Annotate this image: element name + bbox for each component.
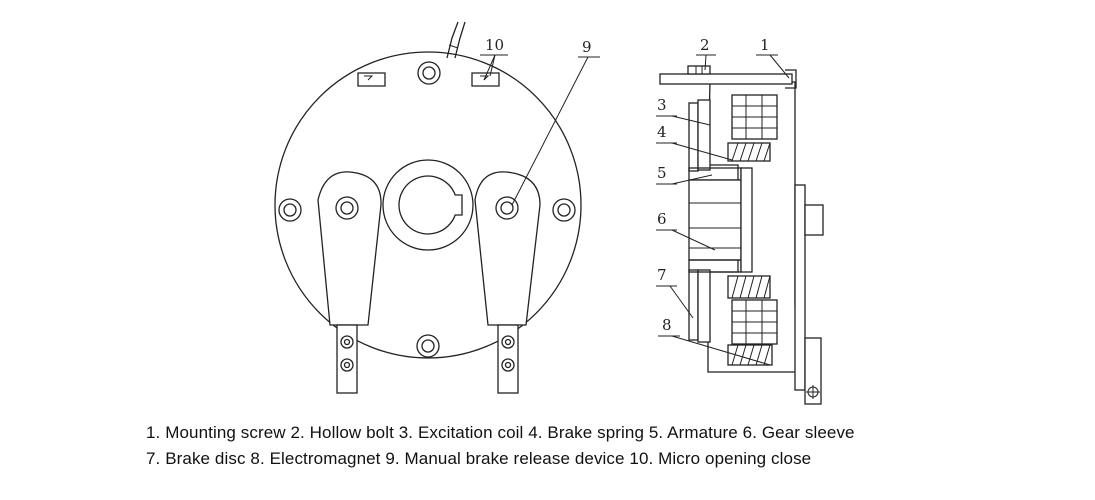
- svg-text:1: 1: [760, 36, 770, 54]
- svg-text:10: 10: [485, 36, 504, 54]
- right-release-lever: [474, 171, 541, 394]
- left-release-lever: [317, 171, 382, 394]
- svg-text:9: 9: [582, 38, 592, 56]
- top-bolt: [417, 61, 441, 85]
- bottom-bolt: [416, 334, 440, 358]
- callout-6: 6: [656, 210, 716, 251]
- svg-text:6: 6: [657, 210, 667, 228]
- brake-disc-lower: [688, 269, 699, 341]
- brake-assembly-drawing: 10 9: [274, 21, 824, 405]
- spring-lower: [727, 344, 773, 366]
- svg-text:7: 7: [657, 266, 667, 284]
- callout-10: 10: [480, 36, 508, 81]
- callout-2: 2: [696, 36, 716, 71]
- coil-lower: [731, 299, 778, 345]
- brake-housing-disc: [274, 51, 582, 359]
- mounting-screw: [659, 65, 797, 89]
- callout-8: 8: [658, 316, 771, 366]
- callout-9: 9: [511, 38, 600, 206]
- armature-lower: [697, 269, 711, 343]
- front-view: 10 9: [274, 21, 600, 394]
- spring-mid: [727, 275, 771, 299]
- callout-1: 1: [756, 36, 790, 79]
- brake-disc-upper: [688, 102, 699, 172]
- svg-text:5: 5: [657, 164, 667, 182]
- legend-line-2: 7. Brake disc 8. Electromagnet 9. Manual…: [146, 449, 812, 468]
- callout-3: 3: [656, 96, 711, 126]
- hub: [382, 159, 474, 251]
- micro-switch-left: [357, 72, 386, 87]
- left-bolt: [278, 198, 302, 222]
- legend-line-1: 1. Mounting screw 2. Hollow bolt 3. Exci…: [146, 423, 855, 442]
- svg-text:8: 8: [662, 316, 672, 334]
- callout-5: 5: [656, 164, 713, 185]
- coil-upper: [731, 94, 778, 140]
- spring-upper: [727, 142, 771, 162]
- cable: [446, 21, 466, 59]
- armature-upper: [697, 99, 711, 171]
- right-bolt: [552, 198, 576, 222]
- callout-4: 4: [656, 123, 733, 161]
- callout-7: 7: [656, 266, 694, 319]
- micro-switch-right: [471, 72, 500, 87]
- end-plate: [794, 184, 824, 405]
- gear-sleeve: [688, 167, 753, 273]
- section-view: 1 2 3 4 5 6 7: [656, 36, 824, 405]
- svg-text:2: 2: [700, 36, 710, 54]
- svg-text:3: 3: [657, 96, 667, 114]
- svg-text:4: 4: [657, 123, 667, 141]
